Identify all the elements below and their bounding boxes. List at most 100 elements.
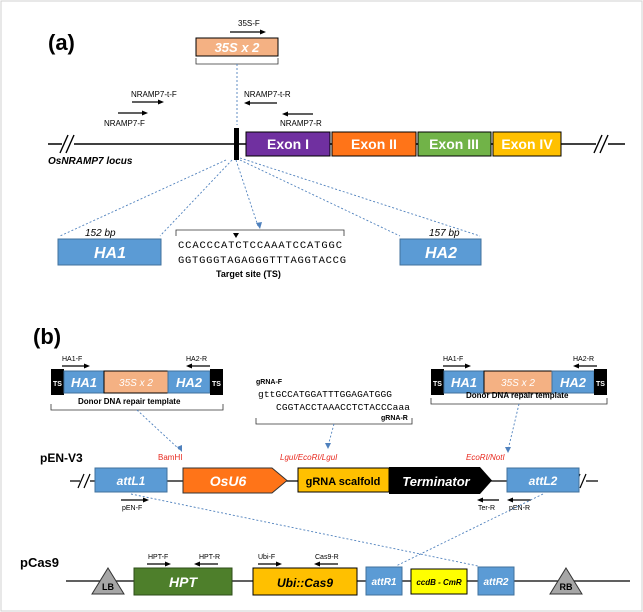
ha1-lead-left (59, 159, 227, 237)
exon-2-box (331, 131, 417, 157)
promoter-35s-text: 35S x 2 (215, 40, 261, 55)
donor-left-ts1-label: TS (53, 381, 62, 388)
pen-f-label: pEN-F (122, 505, 142, 512)
ccdb-label: ccdB - CmR (416, 578, 462, 587)
donor-right-primer-r-label: HA2-R (573, 356, 594, 363)
osu6-label: OsU6 (210, 473, 247, 489)
break-right-icon (593, 134, 609, 154)
primer-r-label: NRAMP7-R (280, 119, 322, 128)
grna-scaffold-box (297, 467, 390, 493)
donor-right-lead (507, 403, 520, 451)
exon-4-box (492, 131, 562, 157)
primer-35s-f-arrowhead (260, 29, 266, 35)
donor-right-ha1-label: HA1 (451, 375, 477, 390)
pen-r-label: pEN-R (509, 505, 530, 512)
primer-t-r-arrowhead (244, 100, 250, 106)
site-bamhi: BamHI (158, 453, 182, 462)
donor-right-caption: Donor DNA repair template (466, 391, 569, 400)
donor-right-ha2-label: HA2 (560, 375, 587, 390)
promoter-bracket (195, 58, 279, 65)
donor-right-lead-arrowhead (505, 447, 511, 453)
recomb-lead-left (130, 493, 479, 567)
lb-label: LB (102, 582, 114, 592)
hpt-f-arrowhead (165, 561, 171, 567)
pen-break-left-icon (77, 473, 91, 489)
donor-right-ts1 (431, 369, 444, 395)
donor-template-left: HA1-F HA2-R TS HA1 35S x 2 HA2 TS Donor … (50, 356, 224, 411)
attl2-label: attL2 (529, 474, 558, 488)
pcas9-name: pCas9 (20, 555, 59, 570)
recomb-lead-right (395, 493, 544, 567)
primer-t-f-label: NRAMP7-t-F (131, 90, 177, 99)
grna-scaffold-label: gRNA scalfold (306, 476, 381, 488)
ha1-box (57, 238, 162, 266)
panel-b-label: (b) (33, 324, 61, 349)
donor-left-primer-r-arrowhead (186, 363, 192, 369)
panel-a-label: (a) (48, 30, 75, 55)
attr1-box (365, 566, 403, 596)
ubi-f-arrowhead (276, 561, 282, 567)
exon-1-box (245, 131, 331, 157)
ha1-length: 152 bp (85, 228, 116, 239)
donor-right-ts2-label: TS (596, 381, 605, 388)
exon-2-label: Exon II (351, 136, 397, 152)
donor-left-primer-f-label: HA1-F (62, 356, 82, 363)
ts-seq-bottom: GGTGGGTAGAGGGTTTAGGTACCG (178, 255, 346, 267)
cas9-r-label: Cas9-R (315, 554, 339, 561)
attr2-box (477, 566, 515, 596)
cut-site-icon (233, 233, 239, 238)
attr1-label: attR1 (371, 577, 396, 588)
ubi-f-label: Ubi-F (258, 554, 275, 561)
donor-left-ts2 (210, 369, 223, 395)
terminator-label: Terminator (402, 474, 470, 489)
hpt-r-label: HPT-R (199, 554, 220, 561)
ubi-cas9-box (252, 567, 358, 596)
rb-triangle (549, 567, 583, 595)
exon-3-box (417, 131, 492, 157)
locus-label: OsNRAMP7 locus (48, 156, 133, 167)
hpt-f-label: HPT-F (148, 554, 168, 561)
pen-f-arrowhead (143, 497, 149, 503)
hpt-r-arrowhead (194, 561, 200, 567)
ha1-lead-right (159, 159, 233, 237)
ha2-label: HA2 (425, 245, 457, 262)
ter-r-label: Ter-R (478, 505, 495, 512)
donor-left-ts1 (51, 369, 64, 395)
donor-right-ts2 (594, 369, 607, 395)
hpt-box (133, 567, 233, 596)
donor-right-primer-f-arrowhead (465, 363, 471, 369)
hpt-label: HPT (169, 574, 198, 590)
ccdb-box (410, 568, 468, 595)
grna-lead-arrowhead (325, 443, 331, 449)
pen-r-arrowhead (507, 497, 513, 503)
osu6-arrow (182, 467, 288, 494)
break-left-icon (59, 134, 75, 154)
ha2-lead-left (239, 159, 401, 237)
ts-lead-arrowhead (256, 222, 262, 229)
donor-left-ha2-label: HA2 (176, 375, 203, 390)
donor-left-caption: Donor DNA repair template (78, 397, 181, 406)
exon-3-label: Exon III (429, 136, 479, 152)
donor-right-primer-f-label: HA1-F (443, 356, 463, 363)
ha2-length: 157 bp (429, 228, 460, 239)
primer-f-arrowhead (142, 110, 148, 116)
primer-t-r-label: NRAMP7-t-R (244, 90, 291, 99)
donor-right-ts1-label: TS (433, 381, 442, 388)
site-ecori-noti: EcoRI/NotI (466, 453, 505, 462)
site-lgui-ecori: LguI/EcoRI/LguI (280, 453, 338, 462)
target-site-label: Target site (TS) (216, 269, 281, 279)
attl2-box (506, 467, 580, 493)
target-site-marker (234, 128, 239, 160)
attl1-label: attL1 (117, 474, 146, 488)
ts-bracket (175, 229, 345, 236)
ha2-lead-right (239, 157, 481, 237)
donor-left-lead (136, 409, 181, 451)
cas9-r-arrowhead (314, 561, 320, 567)
donor-left-35s-label: 35S x 2 (119, 378, 153, 389)
ter-r-arrowhead (477, 497, 483, 503)
primer-35s-f-label: 35S-F (238, 19, 260, 28)
exon-1-label: Exon I (267, 136, 309, 152)
attr2-label: attR2 (483, 577, 508, 588)
primer-r-arrowhead (282, 111, 288, 117)
